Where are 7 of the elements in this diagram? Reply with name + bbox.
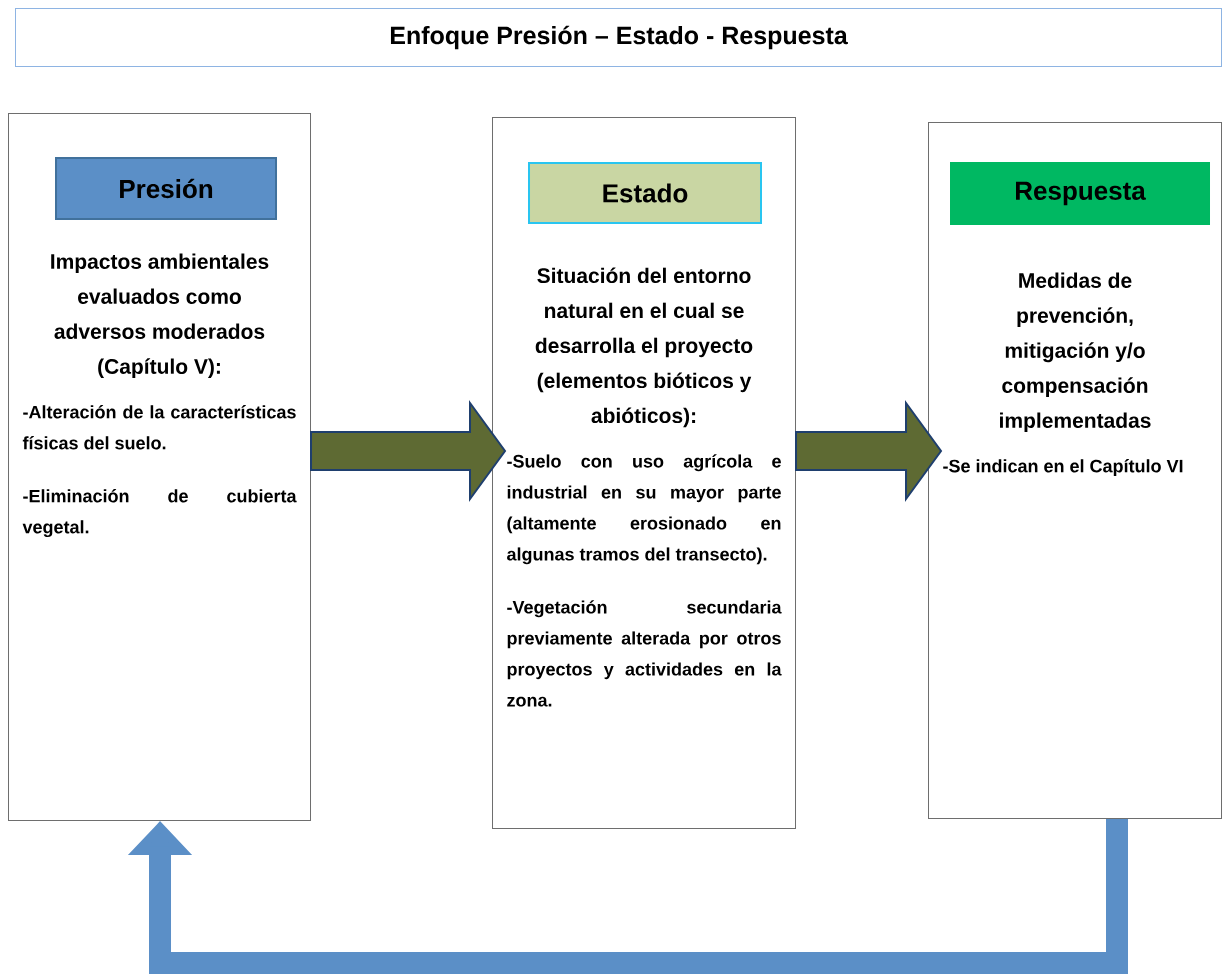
header-box: Respuesta <box>950 162 1210 225</box>
block-arrow <box>310 399 507 503</box>
block-arrow <box>795 399 943 503</box>
header-box: Presión <box>55 157 277 220</box>
title-box: Enfoque Presión – Estado - Respuesta <box>15 8 1222 67</box>
feedback-arrow <box>127 819 1128 974</box>
header-box: Estado <box>528 162 762 224</box>
